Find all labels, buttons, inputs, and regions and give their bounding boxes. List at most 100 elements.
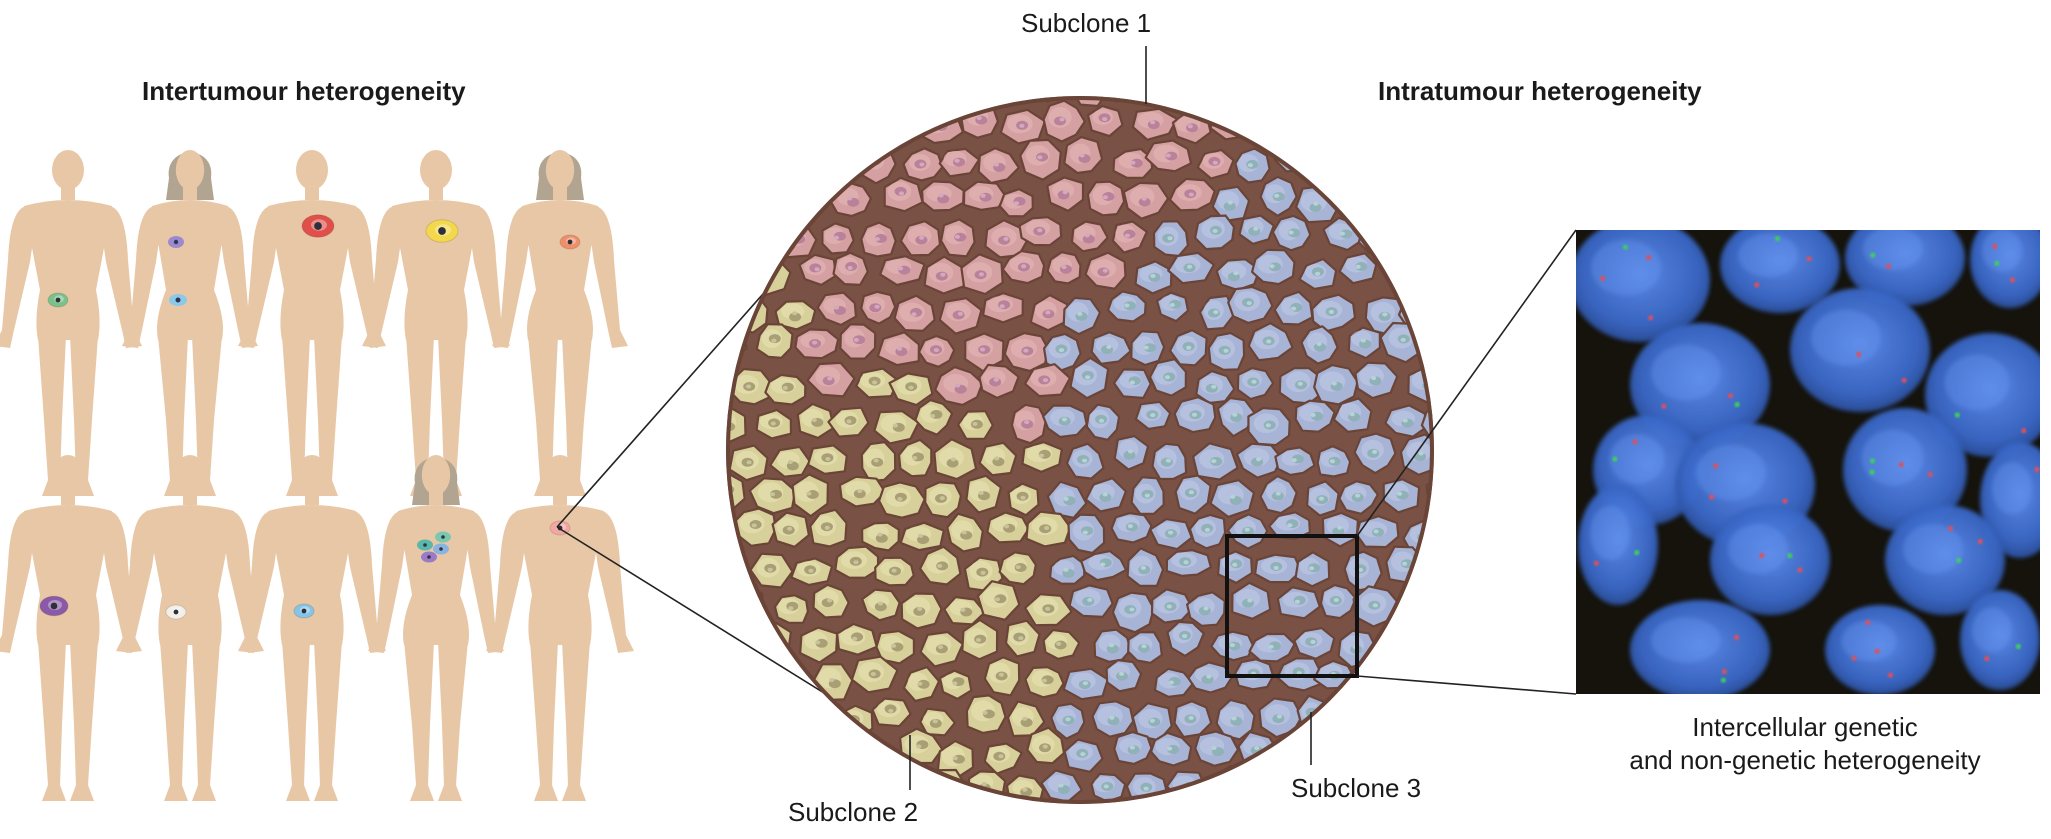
tumour-cell xyxy=(816,291,858,327)
tumour-cell xyxy=(934,366,984,407)
tumour-cell xyxy=(1062,296,1102,336)
tumour-cell xyxy=(1300,325,1339,365)
tumour-cell xyxy=(1090,772,1127,802)
tumour-cell xyxy=(965,474,1003,514)
zoom-box xyxy=(1225,534,1359,678)
tumour-cell xyxy=(1042,628,1081,661)
tumour-cell xyxy=(900,592,943,630)
stained-nucleus xyxy=(1630,323,1770,447)
patient-figure xyxy=(0,455,142,801)
tumour-cell xyxy=(809,508,848,548)
tumour-cell xyxy=(1086,180,1126,217)
tumour-cell xyxy=(1111,220,1149,254)
tumour-cell xyxy=(1311,293,1357,333)
head-shape xyxy=(544,455,576,495)
tumour-cell xyxy=(871,697,912,728)
tumour-cell xyxy=(1106,290,1147,323)
tumour-cell xyxy=(1226,513,1269,550)
tumour-cell xyxy=(986,511,1030,544)
tumour-cell xyxy=(1215,258,1261,292)
tumour-cell xyxy=(984,98,1022,106)
patient-figure xyxy=(368,455,504,801)
tumour-cell xyxy=(1026,726,1066,765)
tumour-cell xyxy=(1112,147,1154,179)
tumour-cell xyxy=(1353,432,1397,475)
tumour-cell xyxy=(1063,136,1104,175)
tumour-marker xyxy=(39,595,69,617)
tumour-cell xyxy=(1127,631,1163,665)
tumour-cell xyxy=(1207,332,1246,371)
tumour-cell xyxy=(1236,367,1275,401)
tumour-cell xyxy=(902,147,944,182)
tumour-cell xyxy=(1023,363,1072,398)
tumour-cell xyxy=(1338,252,1378,285)
tumour-cell xyxy=(1305,480,1340,517)
tumour-cell xyxy=(755,408,793,440)
tumour-cell xyxy=(917,334,956,368)
head-shape xyxy=(52,455,84,495)
stained-nucleus xyxy=(1578,485,1658,605)
tumour-cell xyxy=(1084,251,1127,290)
tumour-cell xyxy=(1130,330,1166,367)
tumour-cell xyxy=(998,551,1037,586)
tumour-cell xyxy=(924,481,963,519)
tumour-cell xyxy=(796,402,836,439)
tumour-cell xyxy=(1046,251,1082,285)
tumour-cell xyxy=(1354,361,1399,400)
stained-nucleus xyxy=(1825,605,1935,694)
tumour-cell xyxy=(1316,445,1352,478)
tumour-cell xyxy=(1273,290,1314,326)
patient-figure xyxy=(238,455,386,801)
patient-figure xyxy=(486,455,634,801)
tumour-cell xyxy=(965,694,1007,735)
tumour-cell xyxy=(1018,216,1063,247)
tumour-cell xyxy=(1080,549,1128,582)
tumour-cell xyxy=(1319,583,1358,620)
tumour-cell xyxy=(883,176,924,213)
tumour-cell xyxy=(1148,358,1188,397)
tumour-cell xyxy=(1151,442,1188,481)
tumour-cell xyxy=(1062,667,1109,701)
tumour-cell xyxy=(981,292,1024,324)
stained-nucleus xyxy=(1576,230,1710,342)
tumour-cell xyxy=(1149,517,1193,551)
tumour-cell xyxy=(873,410,920,445)
tumour-cell xyxy=(943,595,987,626)
tumour-cell xyxy=(860,521,901,552)
tumour-cell xyxy=(1007,482,1040,517)
tumour-cell xyxy=(1227,285,1274,324)
tumour-cell xyxy=(1211,185,1251,223)
tumour-cell xyxy=(1259,175,1298,217)
tumour-marker xyxy=(293,603,315,619)
tumour-cell xyxy=(893,294,936,332)
tumour-cell xyxy=(923,255,966,295)
fish-micrograph xyxy=(1576,230,2040,694)
tumour-cell xyxy=(938,297,983,335)
tumour-cell xyxy=(1355,515,1400,549)
tumour-cell xyxy=(838,475,887,508)
tumour-cell xyxy=(806,361,856,398)
tumour-cell xyxy=(899,521,945,552)
tumour-cell xyxy=(1234,147,1271,184)
tumour-cell xyxy=(1029,294,1069,332)
tumour-cell xyxy=(835,622,878,656)
tumour-cell xyxy=(1155,291,1190,323)
subclone-1-label: Subclone 1 xyxy=(1021,8,1152,38)
tumour-cell xyxy=(1111,591,1155,634)
tumour-cell xyxy=(960,253,1004,296)
tumour-cell xyxy=(936,739,975,779)
tumour-cell xyxy=(1068,584,1114,619)
tumour-cell xyxy=(1063,738,1104,773)
tumour-cell xyxy=(1250,248,1296,286)
tumour-cell xyxy=(861,588,901,622)
intertumour-title: Intertumour heterogeneity xyxy=(142,76,466,106)
tumour-cell xyxy=(1040,769,1083,802)
tumour-cell xyxy=(1278,367,1324,405)
tumour-cell xyxy=(1144,139,1193,173)
tumour-cell xyxy=(1070,220,1109,253)
tumour-cell xyxy=(938,669,973,701)
tumour-cell xyxy=(1167,251,1216,285)
tumour-cell xyxy=(1313,364,1359,406)
tumour-cell xyxy=(1274,446,1316,477)
tumour-cell xyxy=(1019,138,1062,181)
